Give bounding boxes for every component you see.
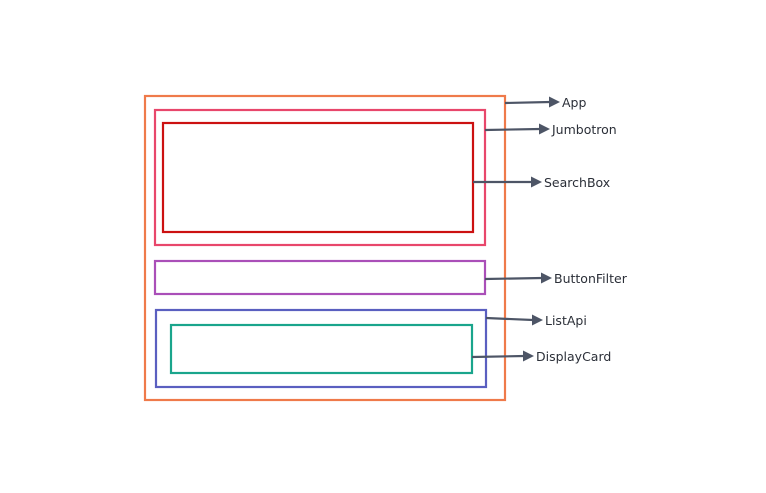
buttonfilter-label: ButtonFilter: [554, 271, 628, 286]
listapi-arrow: [485, 314, 543, 326]
searchbox-arrow: [473, 176, 542, 188]
app-box: [143, 94, 507, 402]
app-label: App: [562, 95, 586, 110]
buttonfilter-arrow: [484, 272, 552, 284]
listapi-label: ListApi: [545, 313, 587, 328]
jumbotron-label: Jumbotron: [551, 122, 617, 137]
listapi-box: [154, 308, 488, 389]
displaycard-box: [169, 323, 474, 375]
searchbox-box: [161, 121, 475, 234]
app-arrow: [504, 96, 560, 108]
searchbox-label: SearchBox: [544, 175, 610, 190]
jumbotron-arrow: [484, 123, 550, 135]
buttonfilter-box: [153, 259, 487, 296]
displaycard-label: DisplayCard: [536, 349, 611, 364]
displaycard-arrow: [471, 350, 534, 362]
jumbotron-box: [153, 108, 487, 247]
